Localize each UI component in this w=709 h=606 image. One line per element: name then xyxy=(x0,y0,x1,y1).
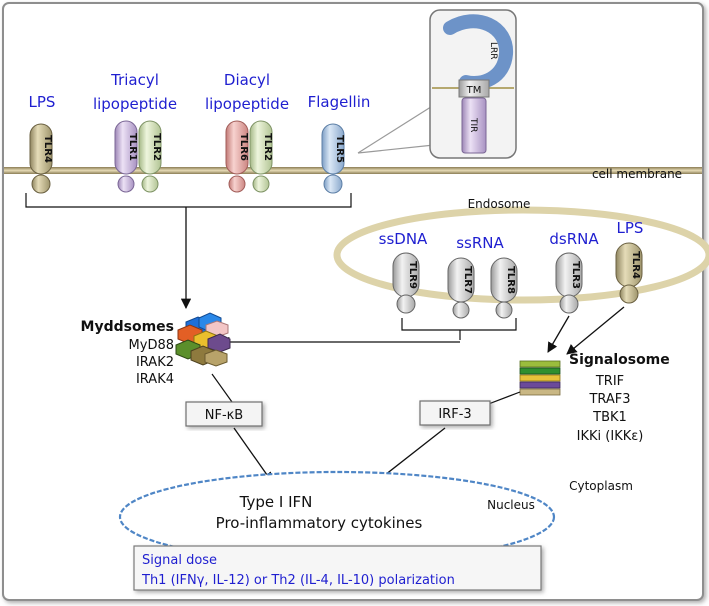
receptor-domain-inset: LRR TM TIR xyxy=(429,9,517,159)
arrow-tlr3-to-signalosome xyxy=(547,315,570,353)
output-type-i-ifn: Type I IFN xyxy=(239,493,313,511)
receptor-tlr4-endosome: TLR4 xyxy=(615,242,643,304)
cytoplasm-label: Cytoplasm xyxy=(569,479,633,493)
receptor-tlr4-surface: TLR4 xyxy=(29,123,53,194)
myddosome-to-nfkb-line xyxy=(211,373,233,403)
svg-text:TLR2: TLR2 xyxy=(262,133,273,161)
myddosomes-block: Myddsomes MyD88 IRAK2 IRAK4 xyxy=(81,319,174,387)
svg-text:TLR5: TLR5 xyxy=(334,135,345,163)
svg-text:TLR8: TLR8 xyxy=(505,266,516,294)
ligand-triacyl-lipopeptide: lipopeptide xyxy=(93,95,177,113)
receptor-tlr2-b: TLR2 xyxy=(249,120,273,193)
ligand-triacyl: Triacyl xyxy=(110,71,159,89)
signal-dose-polarization: Th1 (IFNγ, IL-12) or Th2 (IL-4, IL-10) p… xyxy=(141,573,455,588)
signalosome-block: Signalosome TRIF TRAF3 TBK1 IKKi (IKKε) xyxy=(569,352,670,444)
receptor-tlr5: TLR5 xyxy=(321,123,345,194)
ligand-flagellin: Flagellin xyxy=(308,93,371,111)
cell-membrane-label: cell membrane xyxy=(592,167,682,181)
cell-membrane xyxy=(4,167,702,174)
endosomal-bracket xyxy=(401,318,517,340)
endosome-ligand-labels: ssDNA ssRNA dsRNA LPS xyxy=(379,219,644,252)
ligand-dsrna: dsRNA xyxy=(549,230,599,248)
irf3-label: IRF-3 xyxy=(438,407,471,422)
ligand-diacyl-lipopeptide: lipopeptide xyxy=(205,95,289,113)
ligand-labels: LPS Triacyl lipopeptide Diacyl lipopepti… xyxy=(29,71,371,113)
receptor-tlr3: TLR3 xyxy=(555,252,583,314)
endosome-label: Endosome xyxy=(468,197,531,211)
tm-label: TM xyxy=(466,85,482,96)
svg-text:TLR4: TLR4 xyxy=(42,135,53,163)
irf3-box: IRF-3 xyxy=(419,400,491,426)
receptor-tlr8: TLR8 xyxy=(490,257,518,319)
receptor-tlr1: TLR1 xyxy=(114,120,138,193)
ligand-diacyl: Diacyl xyxy=(224,71,270,89)
signalosome-item: TBK1 xyxy=(592,410,627,425)
inset-callout-line xyxy=(357,104,435,154)
arrow-nfkb-to-nucleus xyxy=(233,427,273,483)
arrow-tlr4-to-signalosome xyxy=(566,306,625,355)
receptor-tlr7: TLR7 xyxy=(447,257,475,319)
svg-text:TLR9: TLR9 xyxy=(407,261,418,289)
receptor-tlr6: TLR6 xyxy=(225,120,249,193)
nfkb-label: NF-κB xyxy=(205,408,243,423)
ligand-lps: LPS xyxy=(29,93,56,111)
svg-text:TLR3: TLR3 xyxy=(570,261,581,289)
surface-receptors: TLR4 TLR1 TLR2 TLR6 TLR2 TLR5 xyxy=(29,120,345,194)
ligand-ssrna: ssRNA xyxy=(456,234,504,252)
receptor-tlr9: TLR9 xyxy=(392,252,420,314)
svg-text:TLR2: TLR2 xyxy=(151,133,162,161)
surface-receptor-bracket xyxy=(25,193,352,208)
tir-domain xyxy=(461,97,487,154)
tir-label: TIR xyxy=(468,117,478,132)
svg-text:TLR6: TLR6 xyxy=(238,133,249,161)
signal-dose-title: Signal dose xyxy=(142,553,217,568)
svg-text:TLR7: TLR7 xyxy=(462,266,473,294)
signalosome-item: IKKi (IKKε) xyxy=(577,429,644,444)
inset-callout-line xyxy=(357,144,435,154)
myddosomes-item: IRAK2 xyxy=(136,355,174,370)
receptor-tlr2-a: TLR2 xyxy=(138,120,162,193)
ligand-lps-endosome: LPS xyxy=(617,219,644,237)
ligand-ssdna: ssDNA xyxy=(379,230,428,248)
signalosome-stack-icon xyxy=(519,360,561,396)
signalosome-title: Signalosome xyxy=(569,352,670,368)
lrr-label: LRR xyxy=(488,42,498,60)
nfkb-box: NF-κB xyxy=(185,401,263,427)
signalosome-item: TRAF3 xyxy=(588,392,630,407)
endosomal-receptors: TLR9 TLR7 TLR8 TLR3 TLR4 xyxy=(392,242,643,319)
tm-domain xyxy=(458,79,490,98)
frame xyxy=(2,2,704,601)
svg-text:TLR1: TLR1 xyxy=(127,133,138,161)
signal-dose-box: Signal dose Th1 (IFNγ, IL-12) or Th2 (IL… xyxy=(133,545,542,591)
myddosome-cluster-icon xyxy=(175,312,231,367)
myddosomes-title: Myddsomes xyxy=(81,319,174,335)
nucleus-label: Nucleus xyxy=(487,498,535,512)
signalosome-item: TRIF xyxy=(595,374,624,389)
myddosomes-item: MyD88 xyxy=(129,338,174,353)
myddosomes-item: IRAK4 xyxy=(136,372,174,387)
output-cytokines: Pro-inflammatory cytokines xyxy=(216,514,423,532)
svg-text:TLR4: TLR4 xyxy=(630,251,641,279)
